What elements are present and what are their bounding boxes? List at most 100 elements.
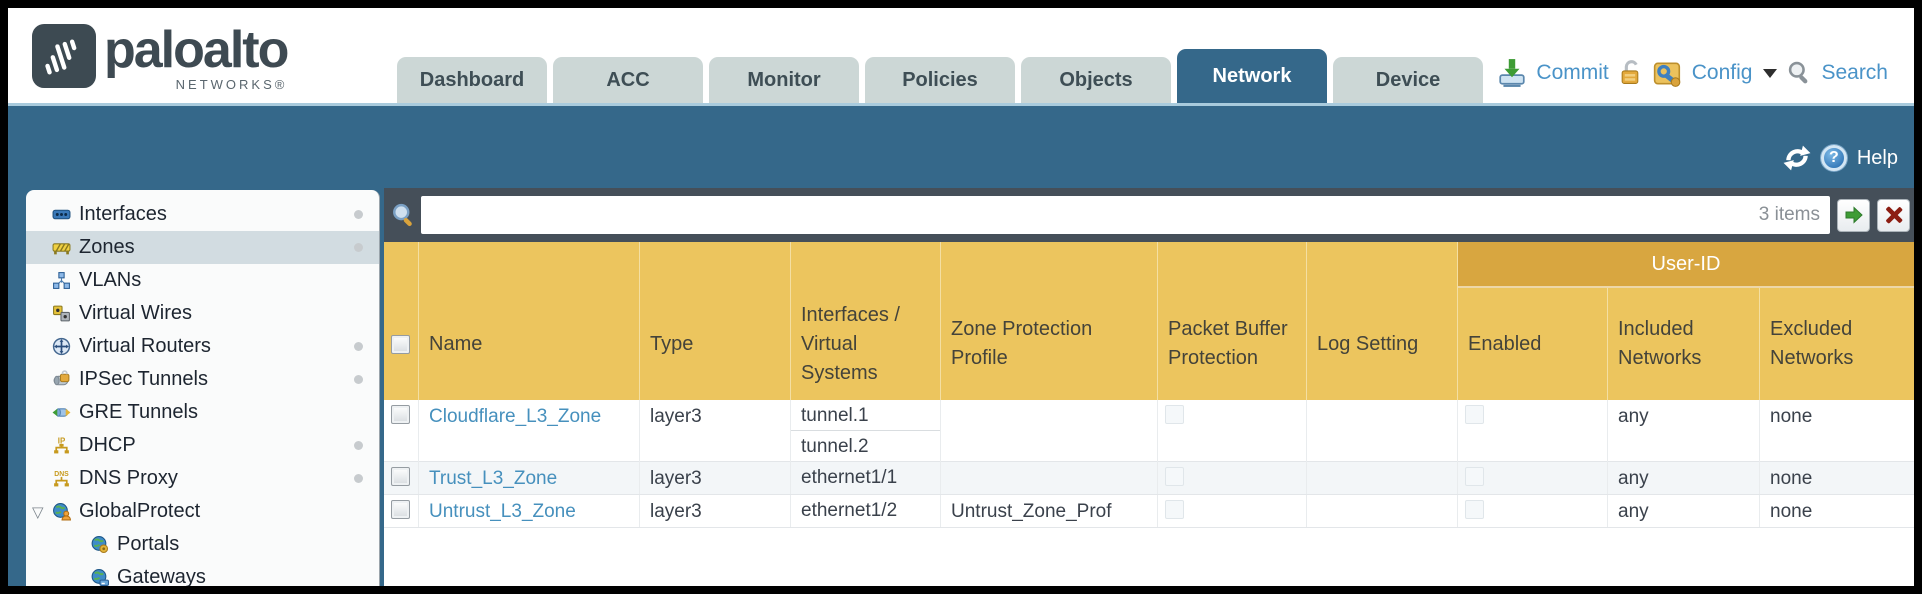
sidebar-item-virtual-wires[interactable]: Virtual Wires <box>26 297 379 330</box>
sidebar-item-portals[interactable]: Portals <box>26 528 379 561</box>
column-header-log-setting[interactable]: Log Setting <box>1307 242 1458 400</box>
commit-icon <box>1499 59 1526 87</box>
tab-objects[interactable]: Objects <box>1021 57 1171 103</box>
row-select-cell <box>384 495 419 527</box>
header-divider <box>8 103 1914 106</box>
search-button[interactable]: Search <box>1821 61 1888 84</box>
gateways-icon <box>91 569 109 586</box>
clear-filter-button[interactable] <box>1877 198 1910 232</box>
zone-type-cell: layer3 <box>640 400 791 462</box>
log-setting-cell <box>1307 400 1458 462</box>
zone-name-cell: Cloudflare_L3_Zone <box>419 400 640 462</box>
sidebar-label: Virtual Routers <box>79 335 211 357</box>
network-sidebar: Interfaces Zones VLANs <box>26 190 380 586</box>
header-actions: Commit Config Search <box>1497 58 1888 88</box>
column-header-name[interactable]: Name <box>419 242 640 400</box>
brand-logo: paloalto NETWORKS® <box>32 24 289 91</box>
apply-filter-button[interactable] <box>1837 198 1870 232</box>
sidebar-item-globalprotect[interactable]: ▽ GlobalProtect <box>26 495 379 528</box>
zone-name-link[interactable]: Untrust_L3_Zone <box>429 501 576 522</box>
sidebar-label: GlobalProtect <box>79 500 201 522</box>
enabled-checkbox[interactable] <box>1465 405 1484 424</box>
status-dot <box>354 210 363 219</box>
help-icon[interactable]: ? <box>1820 145 1847 171</box>
band-utilities: ? Help <box>1783 144 1898 172</box>
gre-tunnels-icon <box>52 408 71 417</box>
sidebar-item-gre-tunnels[interactable]: GRE Tunnels <box>26 396 379 429</box>
zones-icon <box>52 243 71 255</box>
sidebar-item-zones[interactable]: Zones <box>26 231 379 264</box>
column-header-packet-buffer[interactable]: Packet Buffer Protection <box>1158 242 1307 400</box>
row-checkbox[interactable] <box>391 467 410 486</box>
sidebar-item-dns-proxy[interactable]: DNS DNS Proxy <box>26 462 379 495</box>
sidebar-item-dhcp[interactable]: IP DHCP <box>26 429 379 462</box>
zone-name-link[interactable]: Trust_L3_Zone <box>429 468 558 489</box>
config-caret-icon[interactable] <box>1763 68 1778 78</box>
column-header-type[interactable]: Type <box>640 242 791 400</box>
sidebar-label: Zones <box>79 236 135 258</box>
top-header-bar: paloalto NETWORKS® Dashboard ACC Monitor… <box>8 8 1914 103</box>
sidebar-label: VLANs <box>79 269 142 291</box>
sidebar-item-interfaces[interactable]: Interfaces <box>26 198 379 231</box>
expand-triangle-icon[interactable]: ▽ <box>32 503 44 521</box>
zone-interfaces-cell: ethernet1/1 <box>791 462 941 494</box>
svg-text:DNS: DNS <box>54 471 69 478</box>
sidebar-item-virtual-routers[interactable]: Virtual Routers <box>26 330 379 363</box>
zone-name-link[interactable]: Cloudflare_L3_Zone <box>429 406 602 427</box>
lock-icon[interactable] <box>1618 59 1643 87</box>
zone-protection-cell <box>941 400 1158 462</box>
vlans-icon <box>53 272 70 289</box>
interface-item: ethernet1/2 <box>801 500 898 521</box>
tab-monitor[interactable]: Monitor <box>709 57 859 103</box>
ipsec-tunnels-icon <box>53 370 70 386</box>
interface-item: tunnel.1 <box>791 400 940 431</box>
sidebar-label: Gateways <box>117 566 206 586</box>
included-networks-cell: any <box>1608 462 1760 494</box>
packet-buffer-cell <box>1158 400 1307 462</box>
commit-button[interactable]: Commit <box>1536 61 1609 84</box>
column-header-zone-protection[interactable]: Zone Protection Profile <box>941 242 1158 400</box>
column-header-included-networks[interactable]: Included Networks <box>1608 242 1760 400</box>
status-dot <box>354 441 363 450</box>
zone-name-cell: Trust_L3_Zone <box>419 462 640 494</box>
select-all-checkbox[interactable] <box>391 334 410 354</box>
svg-text:IP: IP <box>58 436 65 445</box>
sidebar-label: DHCP <box>79 434 136 456</box>
sidebar-label: Portals <box>117 533 180 555</box>
packet-buffer-checkbox[interactable] <box>1165 467 1184 486</box>
tab-device[interactable]: Device <box>1333 57 1483 103</box>
sidebar-label: IPSec Tunnels <box>79 368 208 390</box>
column-header-excluded-networks[interactable]: Excluded Networks <box>1770 318 1854 369</box>
tab-policies[interactable]: Policies <box>865 57 1015 103</box>
config-menu-button[interactable]: Config <box>1691 61 1753 84</box>
tab-acc[interactable]: ACC <box>553 57 703 103</box>
column-header-enabled[interactable]: Enabled <box>1458 242 1608 400</box>
log-setting-cell <box>1307 462 1458 494</box>
packet-buffer-checkbox[interactable] <box>1165 500 1184 519</box>
portals-icon <box>91 536 109 554</box>
filter-input[interactable] <box>421 199 1759 231</box>
table-row: Untrust_L3_Zone layer3 ethernet1/2 Untru… <box>384 495 1914 528</box>
row-checkbox[interactable] <box>391 500 410 519</box>
status-dot <box>354 474 363 483</box>
included-networks-cell: any <box>1608 400 1760 462</box>
refresh-icon[interactable] <box>1783 144 1811 172</box>
sidebar-item-vlans[interactable]: VLANs <box>26 264 379 297</box>
paloalto-logo-icon <box>32 24 96 88</box>
config-icon <box>1653 62 1681 87</box>
row-checkbox[interactable] <box>391 405 410 424</box>
user-id-enabled-cell <box>1458 462 1608 494</box>
column-header-interfaces[interactable]: Interfaces / Virtual Systems <box>791 242 941 400</box>
help-label[interactable]: Help <box>1856 146 1898 169</box>
firewall-webui: paloalto NETWORKS® Dashboard ACC Monitor… <box>8 8 1914 586</box>
tab-network[interactable]: Network <box>1177 49 1327 103</box>
sidebar-item-ipsec-tunnels[interactable]: IPSec Tunnels <box>26 363 379 396</box>
enabled-checkbox[interactable] <box>1465 500 1484 519</box>
packet-buffer-checkbox[interactable] <box>1165 405 1184 424</box>
enabled-checkbox[interactable] <box>1465 467 1484 486</box>
user-id-enabled-cell <box>1458 495 1608 527</box>
brand-wordmark: paloalto NETWORKS® <box>104 24 289 91</box>
sidebar-item-gateways[interactable]: Gateways <box>26 561 379 586</box>
tab-dashboard[interactable]: Dashboard <box>397 57 547 103</box>
